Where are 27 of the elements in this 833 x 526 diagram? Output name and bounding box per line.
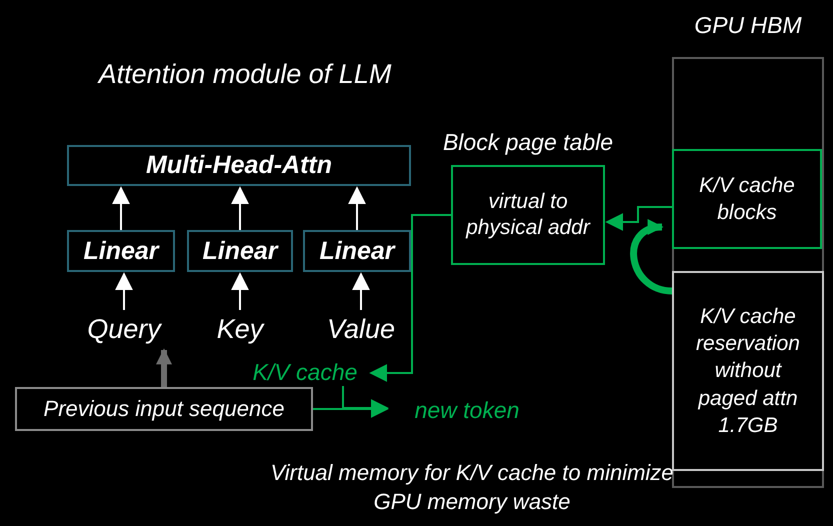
arrow xyxy=(115,272,133,310)
reserved-block: K/V cache reservation without paged attn 1.7GB xyxy=(672,271,824,471)
arrow xyxy=(348,186,366,230)
caption: Virtual memory for K/V cache to minimize GPU memory waste xyxy=(269,459,675,516)
data-label: K/V cache xyxy=(243,357,367,387)
process-box: Linear xyxy=(303,230,411,272)
input-label: Query xyxy=(74,310,174,348)
process-box: Linear xyxy=(187,230,293,272)
data-label: new token xyxy=(403,395,531,425)
process-box: Multi-Head-Attn xyxy=(67,145,411,186)
heading: GPU HBM xyxy=(693,10,803,40)
heading: Block page table xyxy=(442,128,614,157)
process-box: Linear xyxy=(67,230,175,272)
arrow xyxy=(630,220,672,294)
arrow xyxy=(231,272,249,310)
arrow xyxy=(605,206,672,231)
section-title: Attention module of LLM xyxy=(96,58,392,91)
input-label: Value xyxy=(315,310,407,348)
arrow xyxy=(369,214,451,382)
input-box: Previous input sequence xyxy=(15,387,313,431)
input-label: Key xyxy=(205,310,275,348)
arrow xyxy=(112,186,130,230)
arrow xyxy=(231,186,249,230)
cache-block: K/V cache blocks xyxy=(672,149,822,249)
arrow xyxy=(352,272,370,310)
table-text: virtual to physical addr xyxy=(464,188,592,241)
arrow xyxy=(156,348,172,387)
